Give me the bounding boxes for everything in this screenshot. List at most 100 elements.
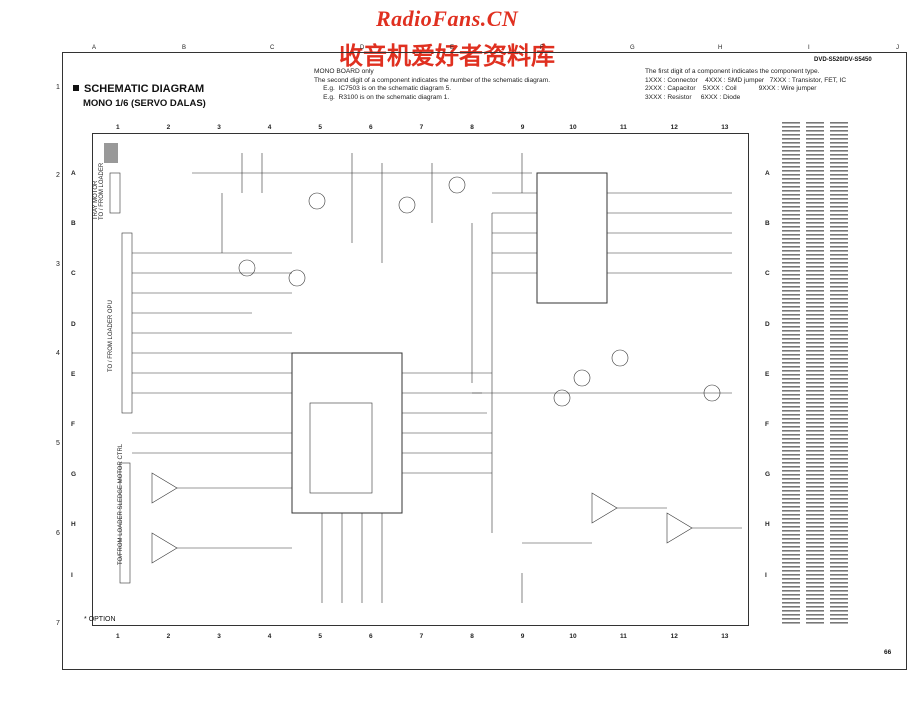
part-entry <box>806 434 824 436</box>
part-entry <box>782 418 800 420</box>
grid-number: 4 <box>267 633 272 640</box>
sheet-frame <box>62 52 907 670</box>
part-entry <box>782 442 800 444</box>
part-entry <box>830 610 848 612</box>
watermark-chinese: 收音机爱好者资料库 <box>339 42 555 70</box>
row-label: 4 <box>56 350 60 357</box>
grid-letter: C <box>765 270 770 278</box>
part-entry <box>830 474 848 476</box>
part-entry <box>830 126 848 128</box>
part-entry <box>782 206 800 208</box>
part-entry <box>806 314 824 316</box>
part-entry <box>782 154 800 156</box>
part-entry <box>806 202 824 204</box>
part-entry <box>782 506 800 508</box>
part-entry <box>806 538 824 540</box>
part-entry <box>782 354 800 356</box>
part-entry <box>806 438 824 440</box>
part-entry <box>830 618 848 620</box>
part-entry <box>830 134 848 136</box>
part-entry <box>830 426 848 428</box>
part-entry <box>806 150 824 152</box>
grid-number: 7 <box>419 124 424 131</box>
part-entry <box>806 578 824 580</box>
part-entry <box>806 458 824 460</box>
grid-number: 10 <box>569 633 577 640</box>
part-entry <box>782 214 800 216</box>
part-entry <box>806 606 824 608</box>
part-entry <box>806 306 824 308</box>
part-entry <box>830 502 848 504</box>
part-entry <box>830 514 848 516</box>
grid-letter: E <box>71 370 76 378</box>
part-entry <box>806 614 824 616</box>
part-entry <box>830 262 848 264</box>
watermark-site: RadioFans.CN <box>376 6 519 31</box>
part-entry <box>806 226 824 228</box>
part-entry <box>830 378 848 380</box>
part-entry <box>806 406 824 408</box>
column-label: C <box>270 45 275 51</box>
part-entry <box>806 270 824 272</box>
part-entry <box>806 526 824 528</box>
grid-number: 8 <box>470 633 474 640</box>
page-subtitle: MONO 1/6 (SERVO DALAS) <box>83 98 206 109</box>
part-entry <box>782 362 800 364</box>
part-entry <box>782 366 800 368</box>
part-entry <box>830 270 848 272</box>
schematic-frame <box>92 133 749 626</box>
part-entry <box>782 614 800 616</box>
part-entry <box>806 142 824 144</box>
part-entry <box>806 422 824 424</box>
part-entry <box>830 374 848 376</box>
part-entry <box>782 202 800 204</box>
row-label: 3 <box>56 261 60 268</box>
part-entry <box>782 590 800 592</box>
part-entry <box>830 306 848 308</box>
part-entry <box>806 414 824 416</box>
part-entry <box>806 210 824 212</box>
part-entry <box>806 398 824 400</box>
part-entry <box>782 198 800 200</box>
part-entry <box>782 234 800 236</box>
part-entry <box>830 214 848 216</box>
part-entry <box>830 414 848 416</box>
part-entry <box>782 398 800 400</box>
part-entry <box>830 246 848 248</box>
part-entry <box>830 162 848 164</box>
part-entry <box>806 126 824 128</box>
part-entry <box>806 298 824 300</box>
part-entry <box>806 146 824 148</box>
part-entry <box>806 178 824 180</box>
part-entry <box>830 218 848 220</box>
part-entry <box>830 430 848 432</box>
part-entry <box>830 182 848 184</box>
part-entry <box>830 622 848 624</box>
part-entry <box>782 358 800 360</box>
part-entry <box>806 446 824 448</box>
grid-letter: A <box>71 170 76 177</box>
part-entry <box>830 154 848 156</box>
part-entry <box>806 546 824 548</box>
option-note: * OPTION <box>84 616 116 623</box>
part-entry <box>806 350 824 352</box>
part-entry <box>782 538 800 540</box>
part-entry <box>782 426 800 428</box>
part-entry <box>806 342 824 344</box>
part-entry <box>782 478 800 480</box>
part-entry <box>830 590 848 592</box>
part-entry <box>830 186 848 188</box>
part-entry <box>830 366 848 368</box>
part-entry <box>830 386 848 388</box>
part-entry <box>806 574 824 576</box>
part-entry <box>806 506 824 508</box>
grid-number: 11 <box>620 124 627 131</box>
part-entry <box>782 350 800 352</box>
part-entry <box>830 394 848 396</box>
part-entry <box>782 582 800 584</box>
column-label: B <box>182 45 187 51</box>
part-entry <box>806 318 824 320</box>
part-entry <box>830 302 848 304</box>
grid-letter: F <box>71 421 75 428</box>
part-entry <box>782 258 800 260</box>
